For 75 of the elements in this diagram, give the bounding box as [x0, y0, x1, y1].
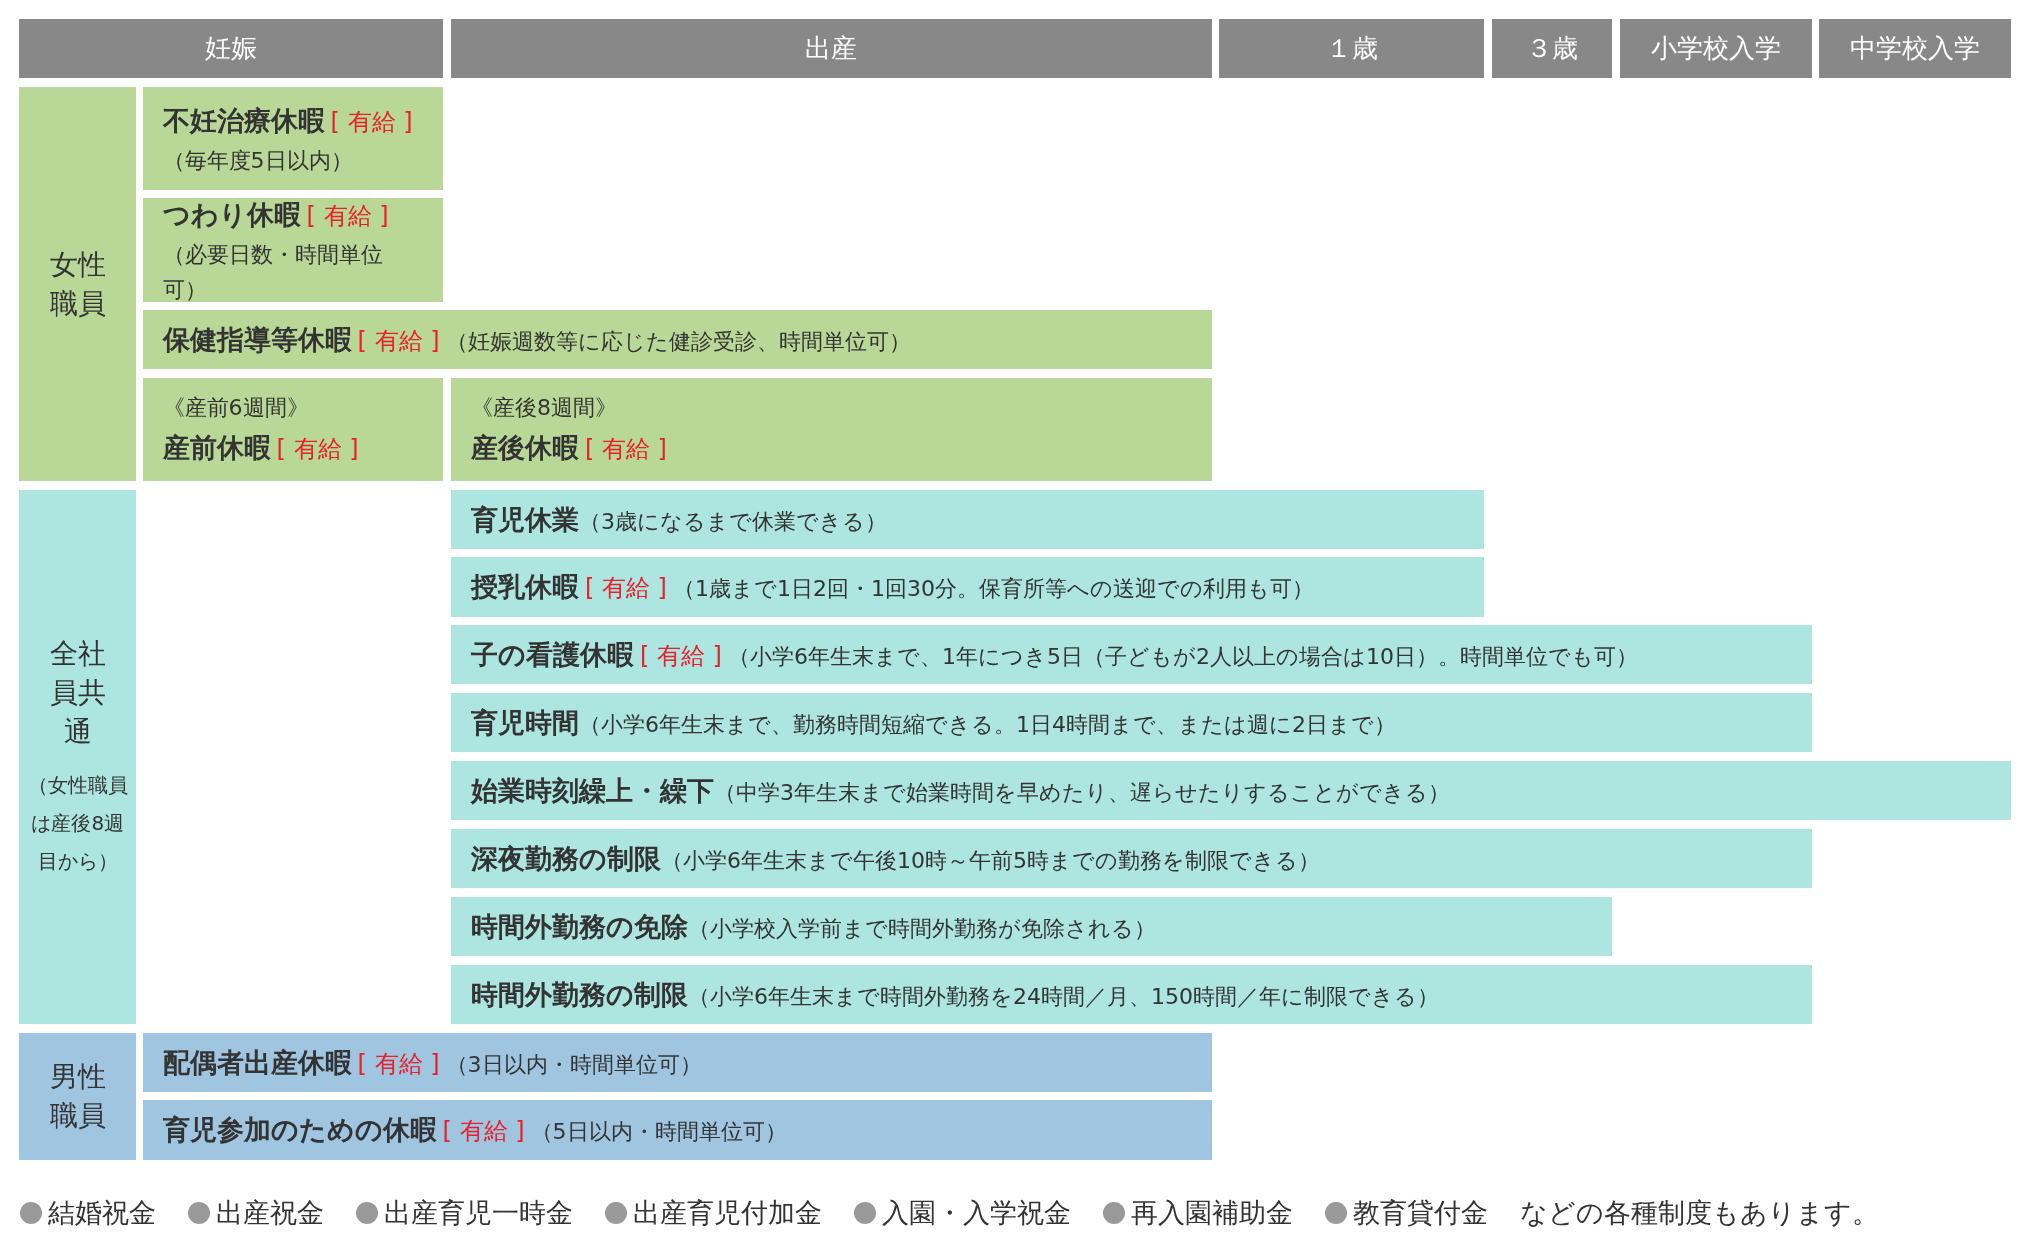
paid-tag: [ 有給 ]	[357, 326, 440, 355]
condition-note: （1歳まで1日2回・1回30分。保育所等への送迎での利用も可）	[672, 576, 1314, 602]
condition-note: （5日以内・時間単位可）	[530, 1119, 787, 1145]
leave-name: 深夜勤務の制限	[470, 842, 661, 874]
leave-bar	[142, 378, 444, 481]
condition-note: （小学6年生末まで、勤務時間短縮できる。1日4時間まで、または週に2日まで）	[578, 711, 1396, 737]
group-label: 全社員共通	[48, 636, 107, 751]
leave-name: 保健指導等休暇	[162, 323, 352, 355]
condition-note: （必要日数・時間単位可）	[162, 241, 383, 302]
leave-bar	[450, 896, 1613, 957]
condition-note: （中学3年生末まで始業時間を早めたり、遅らせたりすることができる）	[713, 779, 1450, 805]
leave-name: 始業時刻繰上・繰下	[470, 774, 714, 806]
leave-bar	[450, 693, 1812, 752]
timeline-header: 出産	[450, 19, 1212, 78]
condition-note: （小学校入学前まで時間外勤務が免除される）	[687, 915, 1156, 941]
leave-name: 育児休業	[470, 504, 579, 536]
paid-tag: [ 有給 ]	[584, 434, 667, 463]
paid-tag: [ 有給 ]	[330, 108, 413, 137]
condition-note: （小学6年生末まで午後10時～午前5時までの勤務を制限できる）	[660, 847, 1320, 873]
condition-note: （小学6年生末まで、1年につき5日（子どもが2人以上の場合は10日）。時間単位でも可）	[727, 643, 1638, 669]
group-panel	[19, 1032, 137, 1160]
benefit-item: 再入園補助金	[1131, 1196, 1293, 1230]
leave-bar	[450, 965, 1812, 1024]
paid-tag: [ 有給 ]	[639, 641, 722, 670]
paid-tag: [ 有給 ]	[584, 574, 667, 603]
benefit-item: 入園・入学祝金	[882, 1196, 1071, 1230]
leave-bar	[450, 557, 1484, 617]
leave-bar	[450, 760, 2012, 821]
benefit-item: 出産祝金	[216, 1196, 324, 1230]
leave-bar	[142, 86, 444, 191]
group-panel	[19, 489, 137, 1024]
condition-note: （3日以内・時間単位可）	[445, 1052, 702, 1078]
condition-note: （妊娠週数等に応じた健診受診、時間単位可）	[445, 328, 911, 354]
timeline-header: ３歳	[1491, 19, 1613, 78]
condition-note: （小学6年生末まで時間外勤務を24時間／月、150時間／年に制限できる）	[687, 984, 1439, 1009]
leave-bar	[142, 309, 1212, 370]
paid-tag: [ 有給 ]	[276, 434, 359, 463]
group-note: （女性職員は産後8週目から）	[26, 771, 129, 875]
leave-name: 産前休暇	[162, 431, 271, 463]
timeline-header: 中学校入学	[1819, 19, 2012, 78]
leave-name: 産後休暇	[470, 431, 579, 463]
condition-note: （毎年度5日以内）	[162, 147, 353, 173]
footnote-text: などの各種制度もあります。	[1520, 1196, 1879, 1230]
paid-tag: [ 有給 ]	[357, 1050, 440, 1079]
benefit-item: 出産育児付加金	[633, 1196, 822, 1230]
timeline-header: 妊娠	[19, 19, 444, 78]
leave-bar	[142, 198, 444, 302]
leave-name: 時間外勤務の制限	[470, 979, 688, 1010]
leave-name: 配偶者出産休暇	[162, 1047, 352, 1079]
leave-name: 時間外勤務の免除	[470, 910, 688, 942]
paid-tag: [ 有給 ]	[306, 202, 389, 231]
leave-bar	[450, 624, 1812, 685]
group-panel	[19, 86, 137, 481]
period-note: 《産前6週間》	[162, 395, 309, 421]
benefit-item: 結婚祝金	[48, 1196, 156, 1230]
leave-bar	[450, 829, 1812, 888]
paid-tag: [ 有給 ]	[442, 1117, 525, 1146]
condition-note: （3歳になるまで休業できる）	[578, 509, 887, 535]
timeline-header: １歳	[1219, 19, 1484, 78]
leave-bar	[450, 489, 1484, 550]
leave-name: 子の看護休暇	[470, 638, 634, 670]
period-note: 《産後8週間》	[470, 395, 617, 421]
group-label: 女性職員	[48, 246, 107, 322]
leave-bar	[142, 1032, 1212, 1093]
timeline-header: 小学校入学	[1619, 19, 1812, 78]
group-label: 男性職員	[48, 1059, 107, 1135]
leave-name: 育児参加のための休暇	[162, 1114, 437, 1146]
benefit-item: 教育貸付金	[1353, 1196, 1488, 1230]
leave-name: 不妊治療休暇	[162, 105, 325, 137]
leave-name: つわり休暇	[162, 199, 301, 231]
leave-bar	[142, 1100, 1212, 1160]
leave-bar	[450, 378, 1212, 481]
leave-name: 授乳休暇	[470, 571, 579, 603]
leave-name: 育児時間	[470, 706, 579, 738]
benefit-item: 出産育児一時金	[384, 1196, 573, 1230]
